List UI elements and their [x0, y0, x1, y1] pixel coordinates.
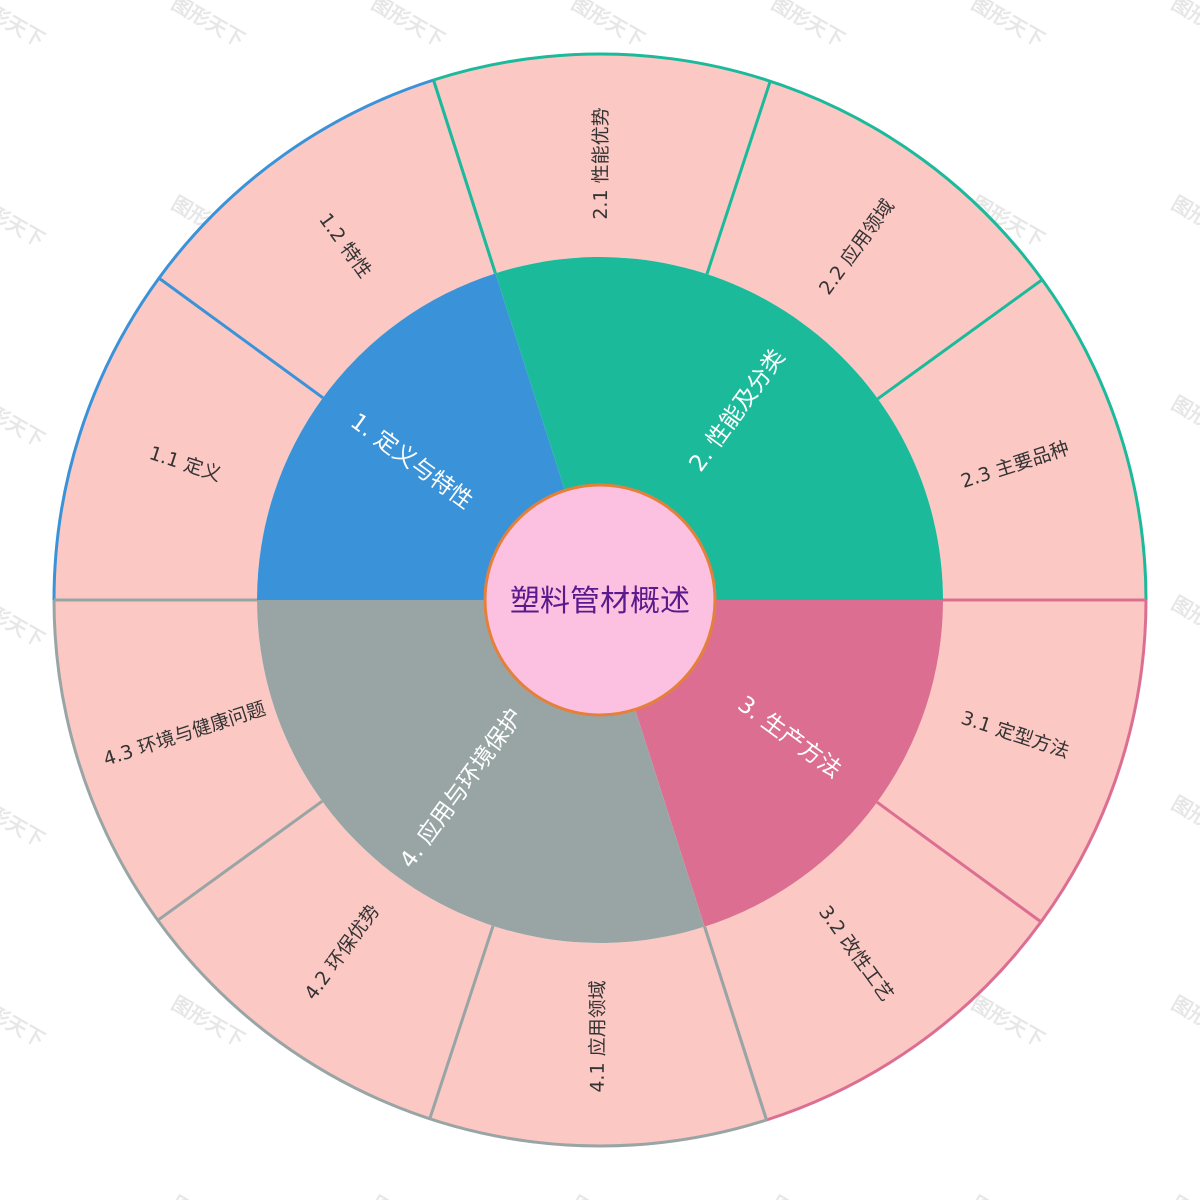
center-title: 塑料管材概述: [510, 584, 690, 619]
watermark-text: 图形天下: [968, 1191, 1049, 1200]
segment-divider: [428, 925, 495, 1120]
watermark-text: 图形天下: [0, 591, 49, 652]
outer-segment-label: 4.1 应用领域: [587, 980, 609, 1092]
watermark-text: 图形天下: [1168, 791, 1200, 852]
watermark-text: 图形天下: [0, 191, 49, 252]
segment-divider: [703, 926, 768, 1121]
watermark-text: 图形天下: [368, 0, 449, 52]
outer-border-arc: [765, 599, 1148, 1122]
center-circle[interactable]: [483, 483, 717, 717]
outer-segment[interactable]: [429, 925, 767, 1146]
outer-segment-label: 2.1 性能优势: [590, 107, 612, 219]
outer-segment[interactable]: [54, 278, 323, 600]
segment-divider: [876, 278, 1044, 401]
watermark-text: 图形天下: [1168, 991, 1200, 1052]
outer-segment[interactable]: [54, 600, 323, 921]
inner-segment-3[interactable]: [635, 600, 943, 927]
watermark-text: 图形天下: [168, 0, 249, 52]
outer-segment[interactable]: [157, 801, 494, 1119]
outer-border-arc: [52, 599, 767, 1148]
center-node[interactable]: 塑料管材概述: [483, 483, 717, 717]
segment-divider: [876, 801, 1042, 924]
watermark-text: 图形天下: [1168, 1191, 1200, 1200]
segment-divider: [156, 799, 324, 922]
outer-border-arc: [52, 78, 435, 601]
watermark-text: 图形天下: [768, 1191, 849, 1200]
watermark-text: 图形天下: [1168, 391, 1200, 452]
segment-divider: [158, 276, 324, 399]
inner-segment-4[interactable]: [257, 600, 705, 944]
segment-divider: [432, 79, 497, 274]
watermark-text: 图形天下: [568, 1191, 649, 1200]
watermark-text: 图形天下: [1168, 591, 1200, 652]
watermark-text: 图形天下: [168, 1191, 249, 1200]
watermark-text: 图形天下: [0, 391, 49, 452]
watermark-text: 图形天下: [0, 791, 49, 852]
outer-segment[interactable]: [877, 600, 1146, 922]
inner-segment-1[interactable]: [257, 273, 565, 600]
outer-segment[interactable]: [433, 53, 771, 275]
watermark-text: 图形天下: [0, 1191, 49, 1200]
watermark-text: 图形天下: [968, 0, 1049, 52]
watermark-text: 图形天下: [1168, 191, 1200, 252]
segment-divider: [705, 80, 772, 275]
watermark-text: 图形天下: [968, 991, 1049, 1052]
watermark-text: 图形天下: [1168, 0, 1200, 52]
outer-segment[interactable]: [704, 802, 1042, 1121]
outer-segment[interactable]: [877, 279, 1146, 600]
outer-border-arc: [433, 52, 1148, 601]
watermark-text: 图形天下: [568, 0, 649, 52]
watermark-text: 图形天下: [0, 0, 49, 52]
outer-segment[interactable]: [158, 79, 496, 398]
watermark-text: 图形天下: [0, 991, 49, 1052]
watermark-text: 图形天下: [768, 0, 849, 52]
inner-segment-2[interactable]: [495, 257, 943, 600]
watermark-text: 图形天下: [368, 1191, 449, 1200]
outer-segment[interactable]: [706, 81, 1043, 399]
